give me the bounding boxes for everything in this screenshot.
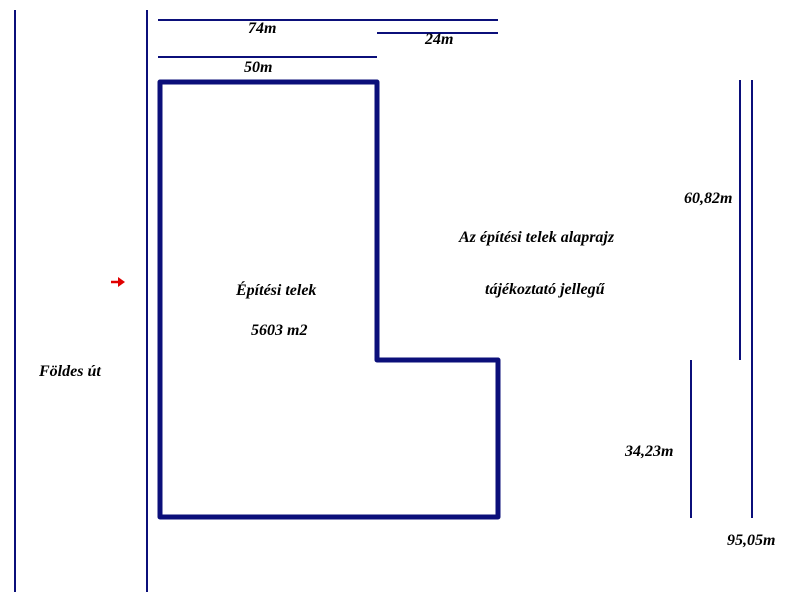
dim-label-top-left: 50m [244,59,273,76]
dim-label-right-upper: 60,82m [684,190,733,207]
plot-area: 5603 m2 [251,322,308,339]
plot-name: Építési telek [236,282,317,299]
note-line-1: Az építési telek alaprajz [459,229,615,246]
dim-label-top-right: 24m [425,31,454,48]
arrow-right-icon [111,277,125,287]
dim-label-top-total: 74m [248,20,277,37]
dim-label-right-total: 95,05m [727,532,776,549]
plot-outline [157,79,501,520]
note-line-2: tájékoztató jellegű [485,281,605,298]
road-label: Földes út [39,363,101,380]
dim-label-right-lower: 34,23m [625,443,674,460]
